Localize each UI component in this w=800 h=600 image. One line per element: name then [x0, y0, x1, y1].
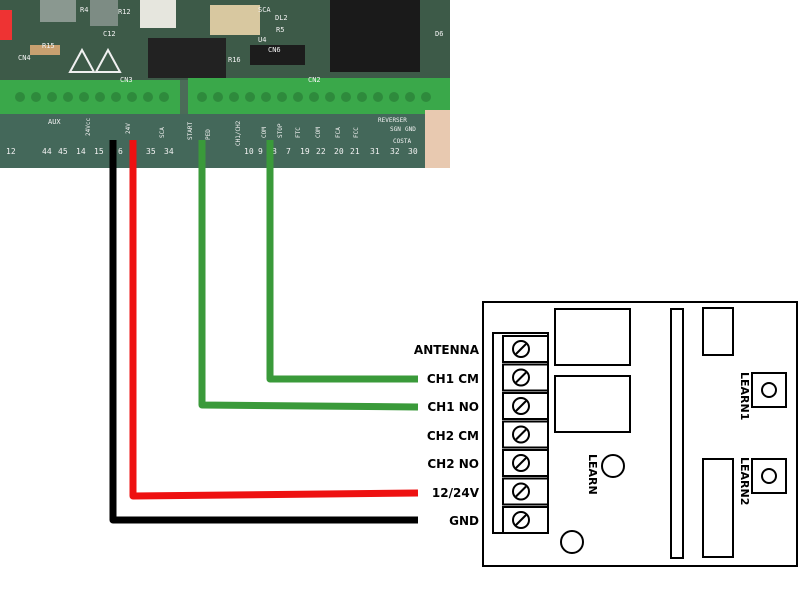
relay-2	[554, 375, 631, 433]
pcb-terminal-number: 19	[300, 147, 310, 156]
learn-label: LEARN	[586, 454, 599, 495]
learn2-button-circle	[761, 468, 777, 484]
board-connector	[670, 308, 684, 559]
receiver-board: LEARN LEARN1 LEARN2	[482, 301, 798, 567]
ch1-cm-wire	[266, 140, 418, 383]
pcb-terminal-number: 35	[146, 147, 156, 156]
terminal-label-gnd: GND	[449, 514, 479, 528]
terminal-label-ch1-no: CH1 NO	[427, 400, 479, 414]
pcb-terminal-label: FCC	[353, 127, 360, 138]
terminal-label-12-24v: 12/24V	[432, 486, 480, 500]
terminal-labels: ANTENNA CH1 CM CH1 NO CH2 CM CH2 NO 12/2…	[414, 343, 480, 528]
terminal-label-antenna: ANTENNA	[414, 343, 480, 357]
terminal-screw-slot	[515, 514, 527, 526]
pcb-terminal-number: 14	[76, 147, 86, 156]
learn2-label: LEARN2	[738, 457, 751, 505]
pcb-terminal-number: 12	[6, 147, 16, 156]
pcb-terminal-label: SCA	[159, 127, 166, 138]
pcb-component-label: CN3	[120, 76, 133, 84]
terminal-screw-slot	[515, 400, 527, 412]
pcb-terminal-label: 24V	[125, 123, 132, 134]
pcb-terminal-number: 9	[258, 147, 263, 156]
warning-icon	[94, 47, 122, 73]
pcb-terminal-label: STOP	[277, 123, 284, 138]
pcb-terminal-label: CH1/CH2	[235, 120, 242, 146]
pcb-terminal-label: COSTA	[393, 138, 411, 145]
board-component	[702, 458, 734, 558]
pcb-terminal-number: 7	[286, 147, 291, 156]
pcb-component-label: R16	[228, 56, 241, 64]
pcb-terminal-number: 32	[390, 147, 400, 156]
terminal-label-ch1-cm: CH1 CM	[427, 372, 479, 386]
pcb-terminal-number: 31	[370, 147, 380, 156]
wires	[109, 140, 419, 524]
pcb-terminal-number: 20	[334, 147, 344, 156]
terminal-screw-slot	[515, 428, 527, 441]
terminal-screw-slot	[515, 485, 527, 498]
pcb-terminal-label: START	[187, 122, 194, 140]
pcb-terminal-number: 45	[58, 147, 68, 156]
pcb-component-label: R4	[80, 6, 88, 14]
pcb-component-label: R12	[118, 8, 131, 16]
pcb-terminal-label: SGN	[390, 126, 401, 133]
pcb-terminal-number: 10	[244, 147, 254, 156]
relay-1	[554, 308, 631, 366]
pcb-photo: R4 R12 C12 SCA DL2 R5 U4 CN6 D6 CN4 R15 …	[0, 0, 450, 168]
learn-button[interactable]	[601, 454, 625, 478]
board-component	[702, 307, 734, 356]
pcb-terminal-label: FCA	[335, 127, 342, 138]
pcb-terminal-number: 34	[164, 147, 174, 156]
learn1-button-circle	[761, 382, 777, 398]
pcb-terminal-label: PED	[205, 129, 212, 140]
pcb-component-label: D6	[435, 30, 443, 38]
pcb-terminal-label: FTC	[295, 127, 302, 138]
pcb-terminal-number: 8	[272, 147, 277, 156]
pcb-terminal-number: 6	[118, 147, 123, 156]
ground-wire	[109, 140, 418, 524]
pcb-terminal-number: 30	[408, 147, 418, 156]
learn1-label: LEARN1	[738, 372, 751, 420]
pcb-component-label: CN4	[18, 54, 31, 62]
power-wire	[129, 140, 419, 500]
pcb-component-label: U4	[258, 36, 266, 44]
pcb-terminal-number: 15	[94, 147, 104, 156]
ch1-no-wire	[198, 140, 419, 411]
pcb-terminal-label: AUX	[48, 118, 61, 126]
terminal-label-ch2-cm: CH2 CM	[427, 429, 479, 443]
pcb-terminal-label: COM	[315, 127, 322, 138]
board-hole	[560, 530, 584, 554]
pcb-terminal-label: 24Vcc	[85, 118, 92, 136]
pcb-terminal-label: COM	[261, 127, 268, 138]
pcb-component-label: DL2	[275, 14, 288, 22]
pcb-component-label: SCA	[258, 6, 271, 14]
terminal-screw-slot	[515, 371, 527, 384]
pcb-terminal-label: GND	[405, 126, 416, 133]
terminal-screw-slot	[515, 457, 527, 469]
warning-icon	[68, 47, 96, 73]
pcb-terminal-label: REVERSER	[378, 117, 407, 124]
pcb-terminal-number: 22	[316, 147, 326, 156]
pcb-component-label: R5	[276, 26, 284, 34]
terminal-label-ch2-no: CH2 NO	[427, 457, 479, 471]
pcb-component-label: CN6	[268, 46, 281, 54]
pcb-component-label: CN2	[308, 76, 321, 84]
pcb-terminal-number: 21	[350, 147, 360, 156]
pcb-terminal-number: 44	[42, 147, 52, 156]
pcb-component-label: R15	[42, 42, 55, 50]
pcb-component-label: C12	[103, 30, 116, 38]
terminal-screw-slot	[515, 343, 527, 355]
